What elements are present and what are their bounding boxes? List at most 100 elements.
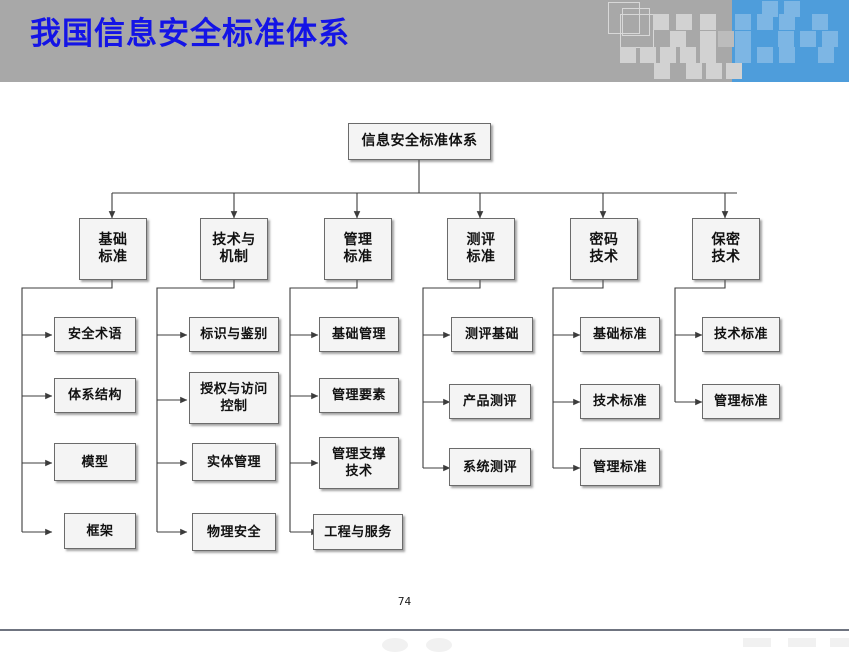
- node-label: 基础管理: [331, 327, 386, 342]
- node-label-line-1: 保密: [711, 232, 741, 248]
- decor-square-accent: [757, 47, 773, 63]
- node-branch-6-child-1[interactable]: 技术标准: [702, 317, 780, 352]
- node-branch-3-child-3[interactable]: 管理支撑 技术: [319, 437, 399, 489]
- decor-square-accent: [779, 14, 795, 30]
- node-label-line-1: 授权与访问: [200, 382, 268, 397]
- node-branch-1-child-3[interactable]: 模型: [54, 443, 136, 481]
- decor-square-accent: [800, 31, 816, 47]
- node-label-line-2: 控制: [220, 399, 248, 414]
- footer-decor-shape: [830, 638, 849, 647]
- node-label: 技术标准: [592, 394, 647, 409]
- decor-square: [640, 47, 656, 63]
- node-branch-4[interactable]: 测评 标准: [447, 218, 515, 280]
- decor-square: [686, 63, 702, 79]
- node-label: 系统测评: [462, 459, 517, 475]
- decor-square-accent: [818, 47, 834, 63]
- node-label-line-1: 管理: [343, 232, 373, 248]
- node-label-line-1: 管理支撑: [331, 447, 386, 462]
- node-label-line-1: 测评: [466, 232, 496, 248]
- decor-square: [700, 47, 716, 63]
- decor-square: [680, 47, 696, 63]
- decor-square-accent: [779, 47, 795, 63]
- decor-outline-square-1: [608, 2, 640, 34]
- node-branch-3[interactable]: 管理 标准: [324, 218, 392, 280]
- header-banner: 我国信息安全标准体系: [0, 0, 849, 82]
- node-label: 管理标准: [713, 394, 768, 409]
- decor-square-accent: [784, 1, 800, 17]
- decor-square: [726, 63, 742, 79]
- footer-decor-shape: [382, 638, 408, 652]
- decor-square-accent: [735, 47, 751, 63]
- node-label-line-2: 技术: [589, 249, 619, 265]
- decor-square-accent: [762, 1, 778, 17]
- decor-square: [706, 63, 722, 79]
- slide-title: 我国信息安全标准体系: [30, 16, 350, 52]
- node-branch-5-child-3[interactable]: 管理标准: [580, 448, 660, 486]
- node-label-line-2: 标准: [466, 249, 496, 265]
- decor-square-accent: [822, 31, 838, 47]
- node-label: 测评基础: [464, 327, 519, 342]
- node-label-line-2: 标准: [343, 249, 373, 265]
- decor-square: [676, 14, 692, 30]
- node-branch-1[interactable]: 基础 标准: [79, 218, 147, 280]
- node-branch-2[interactable]: 技术与 机制: [200, 218, 268, 280]
- decor-square: [670, 31, 686, 47]
- node-branch-5-child-2[interactable]: 技术标准: [580, 384, 660, 419]
- node-branch-3-child-2[interactable]: 管理要素: [319, 378, 399, 413]
- node-branch-2-child-2[interactable]: 授权与访问 控制: [189, 372, 279, 424]
- node-label: 管理要素: [331, 388, 386, 403]
- decor-square: [620, 47, 636, 63]
- decor-square: [700, 31, 716, 47]
- node-branch-3-child-1[interactable]: 基础管理: [319, 317, 399, 352]
- decor-square-accent: [735, 31, 751, 47]
- node-branch-4-child-1[interactable]: 测评基础: [451, 317, 533, 352]
- node-label-line-2: 技术: [711, 249, 741, 265]
- footer-decor-shape: [743, 638, 771, 647]
- node-branch-3-child-4[interactable]: 工程与服务: [313, 514, 403, 550]
- node-branch-2-child-4[interactable]: 物理安全: [192, 513, 276, 551]
- header-bottom-edge: [0, 82, 732, 85]
- node-branch-1-child-4[interactable]: 框架: [64, 513, 136, 549]
- node-branch-5[interactable]: 密码 技术: [570, 218, 638, 280]
- decor-square: [654, 63, 670, 79]
- node-label: 体系结构: [67, 388, 122, 403]
- node-label: 实体管理: [206, 454, 261, 470]
- decor-outline-square-3: [620, 14, 654, 48]
- footer-decor-shape: [788, 638, 816, 647]
- node-branch-4-child-3[interactable]: 系统测评: [449, 448, 531, 486]
- decor-square: [700, 14, 716, 30]
- node-branch-2-child-1[interactable]: 标识与鉴别: [189, 317, 279, 352]
- node-label: 信息安全标准体系: [361, 133, 478, 149]
- node-label-line-2: 技术: [345, 464, 373, 479]
- node-label-line-1: 密码: [589, 232, 619, 248]
- decor-square-accent: [757, 14, 773, 30]
- node-label: 基础标准: [592, 327, 647, 342]
- node-label-line-2: 机制: [219, 249, 249, 265]
- node-branch-1-child-2[interactable]: 体系结构: [54, 378, 136, 413]
- decor-outline-square-2: [622, 8, 650, 36]
- decor-square: [660, 47, 676, 63]
- node-label: 技术标准: [713, 327, 768, 342]
- node-label: 标识与鉴别: [200, 327, 268, 342]
- node-branch-6[interactable]: 保密 技术: [692, 218, 760, 280]
- node-branch-1-child-1[interactable]: 安全术语: [54, 317, 136, 352]
- node-branch-6-child-2[interactable]: 管理标准: [702, 384, 780, 419]
- org-chart-diagram: 信息安全标准体系 基础 标准 技术与 机制 管理 标准 测评 标准 密码 技术 …: [0, 85, 849, 585]
- node-branch-4-child-2[interactable]: 产品测评: [449, 384, 531, 419]
- node-label-line-2: 标准: [98, 249, 128, 265]
- node-label: 工程与服务: [324, 524, 392, 540]
- decor-square-accent: [812, 14, 828, 30]
- node-label: 产品测评: [462, 394, 517, 409]
- node-branch-2-child-3[interactable]: 实体管理: [192, 443, 276, 481]
- node-label-line-1: 基础: [98, 232, 128, 248]
- node-label: 模型: [81, 454, 109, 470]
- node-label: 安全术语: [67, 327, 122, 342]
- footer-decor-shape: [426, 638, 452, 652]
- node-label: 框架: [86, 523, 114, 539]
- node-branch-5-child-1[interactable]: 基础标准: [580, 317, 660, 352]
- footer-divider: [0, 629, 849, 631]
- node-label: 物理安全: [206, 524, 261, 540]
- node-root[interactable]: 信息安全标准体系: [348, 123, 491, 160]
- decor-square: [653, 14, 669, 30]
- connector-lines: [21, 160, 737, 536]
